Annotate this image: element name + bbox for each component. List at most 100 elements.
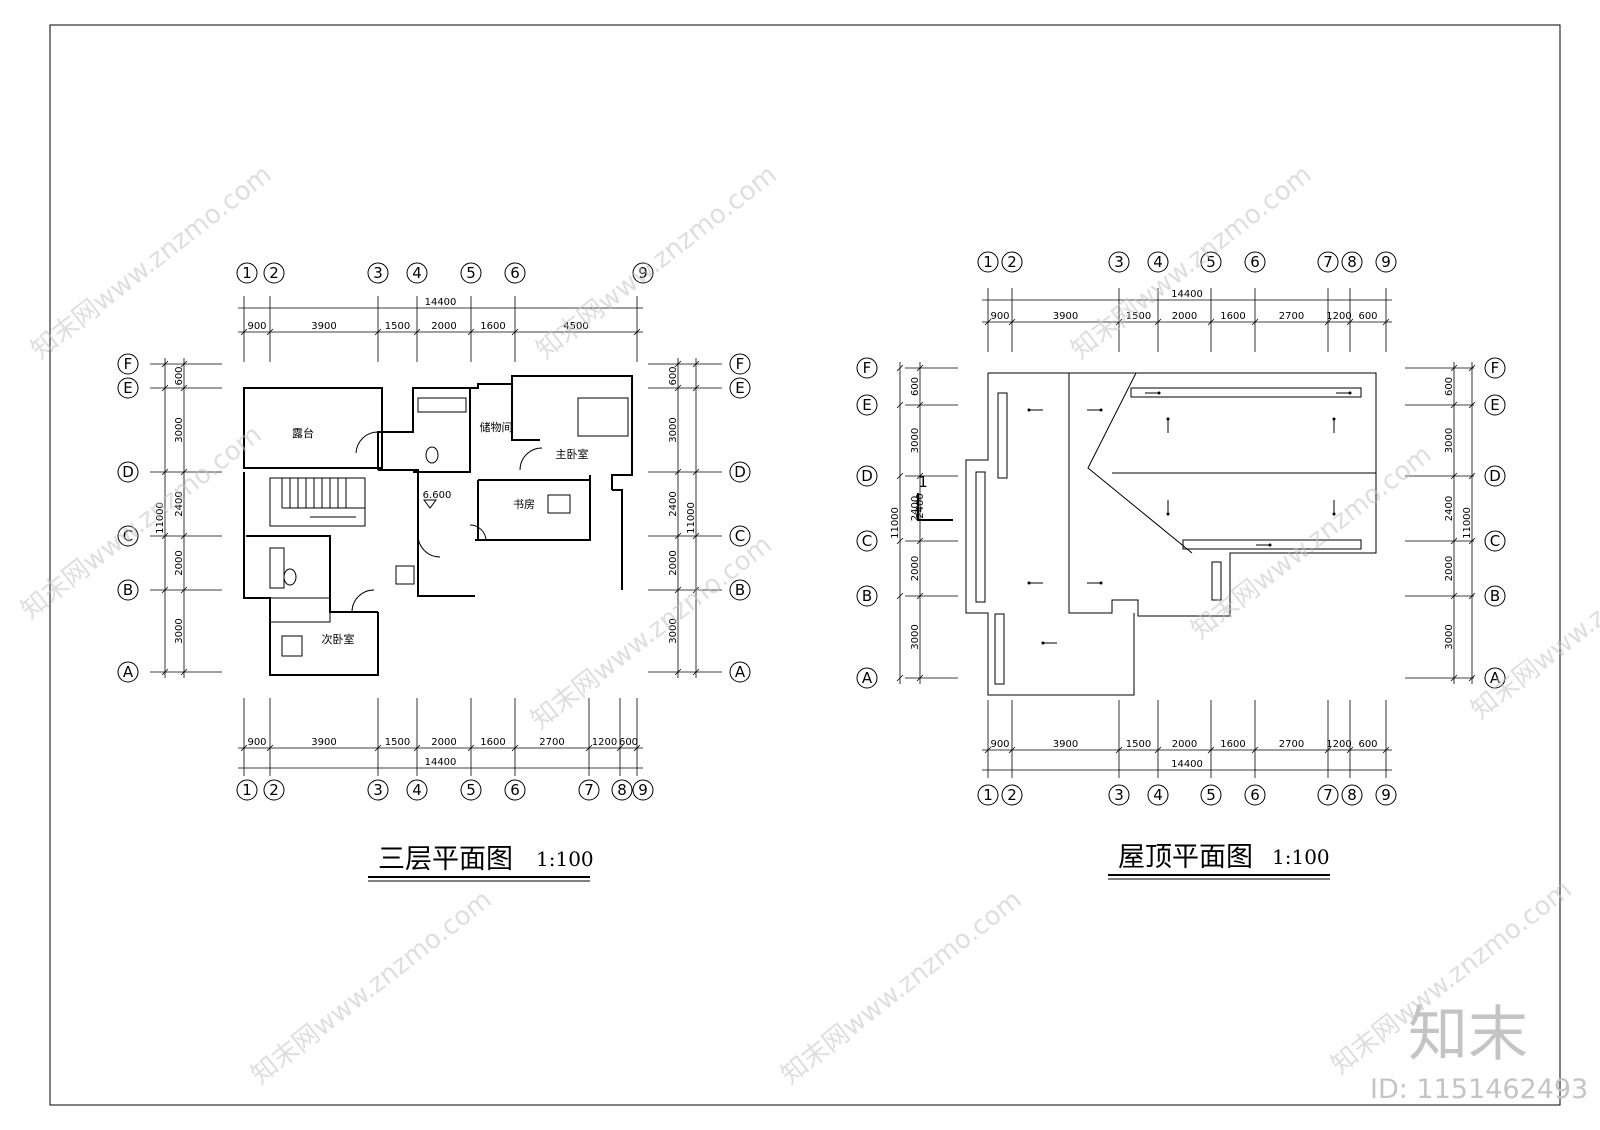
bottom-axis-3-circle xyxy=(1108,784,1130,806)
right-row-tick-outer-0 xyxy=(1468,364,1476,372)
sheet-border xyxy=(49,24,1561,1106)
top-tick-8 xyxy=(1346,318,1354,326)
left-row-tick-5 xyxy=(916,674,924,682)
third-floor-title: 三层平面图 xyxy=(378,844,513,875)
right-row-tick-5 xyxy=(1450,674,1458,682)
right-axis-F-label: F xyxy=(1491,359,1500,377)
left-row-tick-outer-3 xyxy=(896,537,904,545)
bottom-axis-6-circle xyxy=(504,779,526,801)
study-door-arc xyxy=(469,524,487,542)
right-axis-A-label: A xyxy=(1490,669,1501,687)
left-axis-C-circle xyxy=(856,530,878,552)
bottom-axis-9-circle xyxy=(1375,784,1397,806)
bottom-total-dim-text: 14400 xyxy=(425,757,457,768)
left-row-tick-outer-4 xyxy=(161,586,169,594)
right-row-tick-2 xyxy=(1450,472,1458,480)
watermark-url-5: 知末网www.znzmo.com xyxy=(1186,440,1438,646)
roof-plan-scale: 1:100 xyxy=(1272,845,1330,869)
watermark-logo: 知末 xyxy=(1408,1000,1528,1070)
right-axis-B-circle xyxy=(1484,585,1506,607)
right-row-tick-0 xyxy=(674,360,682,368)
right-axis-A-circle xyxy=(729,661,751,683)
bottom-tick-5 xyxy=(1207,746,1215,754)
watermark-url-9: 知末网www.znzmo.com xyxy=(1466,520,1600,726)
bottom-tick-8 xyxy=(616,744,624,752)
bottom-tick-7 xyxy=(1324,746,1332,754)
top-axis-5-circle xyxy=(460,262,482,284)
left-axis-E-label: E xyxy=(862,396,871,414)
top-dim-2: 1500 xyxy=(1126,311,1151,322)
bottom-axis-4-label: 4 xyxy=(412,781,422,799)
bottom-axis-6-label: 6 xyxy=(510,781,520,799)
left-axis-E-circle xyxy=(856,394,878,416)
second-bath-tub xyxy=(269,547,285,589)
right-axis-D-circle xyxy=(729,461,751,483)
bottom-axis-2-circle xyxy=(1001,784,1023,806)
left-row-tick-outer-2 xyxy=(896,472,904,480)
top-axis-7-circle xyxy=(1317,251,1339,273)
right-row-tick-0 xyxy=(1450,364,1458,372)
left-axis-E-circle xyxy=(117,377,139,399)
bottom-axis-5-label: 5 xyxy=(466,781,476,799)
study-south-wall xyxy=(475,475,591,541)
top-axis-1-label: 1 xyxy=(983,253,993,271)
right-row-tick-outer-1 xyxy=(1468,401,1476,409)
bottom-tick-8 xyxy=(1346,746,1354,754)
elevation-mark-triangle xyxy=(423,499,437,509)
study-armchair xyxy=(547,494,571,514)
left-axis-D-circle xyxy=(856,465,878,487)
room-storage-label: 储物间 xyxy=(480,420,513,434)
bottom-dim-5: 2700 xyxy=(539,737,564,748)
right-axis-E-label: E xyxy=(735,379,744,397)
right-row-tick-2 xyxy=(674,468,682,476)
bottom-axis-4-circle xyxy=(1147,784,1169,806)
right-row-tick-3 xyxy=(1450,537,1458,545)
gutter-west-upper xyxy=(997,392,1008,479)
bottom-axis-1-circle xyxy=(977,784,999,806)
bottom-tick-9 xyxy=(1382,746,1390,754)
bottom-axis-1-label: 1 xyxy=(242,781,252,799)
bottom-tick-9 xyxy=(633,744,641,752)
bottom-tick-7 xyxy=(585,744,593,752)
bottom-dim-0: 900 xyxy=(990,739,1009,750)
top-tick-6 xyxy=(1251,318,1259,326)
top-dim-5: 4500 xyxy=(563,321,588,332)
bottom-tick-5 xyxy=(467,744,475,752)
left-row-tick-1 xyxy=(180,384,188,392)
top-axis-4-circle xyxy=(406,262,428,284)
top-axis-8-label: 8 xyxy=(1347,253,1357,271)
top-tick-3 xyxy=(1115,318,1123,326)
top-axis-8-circle xyxy=(1341,251,1363,273)
master-door-arc xyxy=(519,447,543,471)
bottom-axis-2-circle xyxy=(263,779,285,801)
right-dim-1: 3000 xyxy=(1444,428,1455,453)
left-axis-A-circle xyxy=(117,661,139,683)
elevation-mark-text: 6.600 xyxy=(423,490,452,501)
top-tick-2 xyxy=(266,328,274,336)
right-row-tick-outer-1 xyxy=(692,384,700,392)
right-axis-A-label: A xyxy=(735,663,746,681)
right-row-tick-outer-4 xyxy=(692,586,700,594)
top-axis-9-label: 9 xyxy=(1381,253,1391,271)
right-axis-F-label: F xyxy=(736,355,745,373)
right-dim-4: 3000 xyxy=(668,618,679,643)
master-inner-wall xyxy=(511,376,540,441)
top-axis-6-circle xyxy=(504,262,526,284)
drain-arrowhead-7 xyxy=(1166,512,1170,516)
bottom-axis-3-label: 3 xyxy=(373,781,383,799)
roof-outline-west xyxy=(965,373,1135,696)
right-row-tick-outer-3 xyxy=(692,532,700,540)
left-axis-A-circle xyxy=(856,667,878,689)
left-row-tick-outer-5 xyxy=(896,674,904,682)
left-axis-D-label: D xyxy=(861,467,873,485)
second-bedroom-chair xyxy=(281,635,303,657)
bottom-dim-5: 2700 xyxy=(1279,739,1304,750)
left-dim-0: 600 xyxy=(174,366,185,385)
left-total-dim: 11000 xyxy=(890,507,901,539)
room-terrace-label: 露台 xyxy=(292,426,314,440)
left-dim-4: 3000 xyxy=(910,624,921,649)
third-floor-title-block: 三层平面图 1:100 xyxy=(368,844,594,882)
top-dim-5: 2700 xyxy=(1279,311,1304,322)
